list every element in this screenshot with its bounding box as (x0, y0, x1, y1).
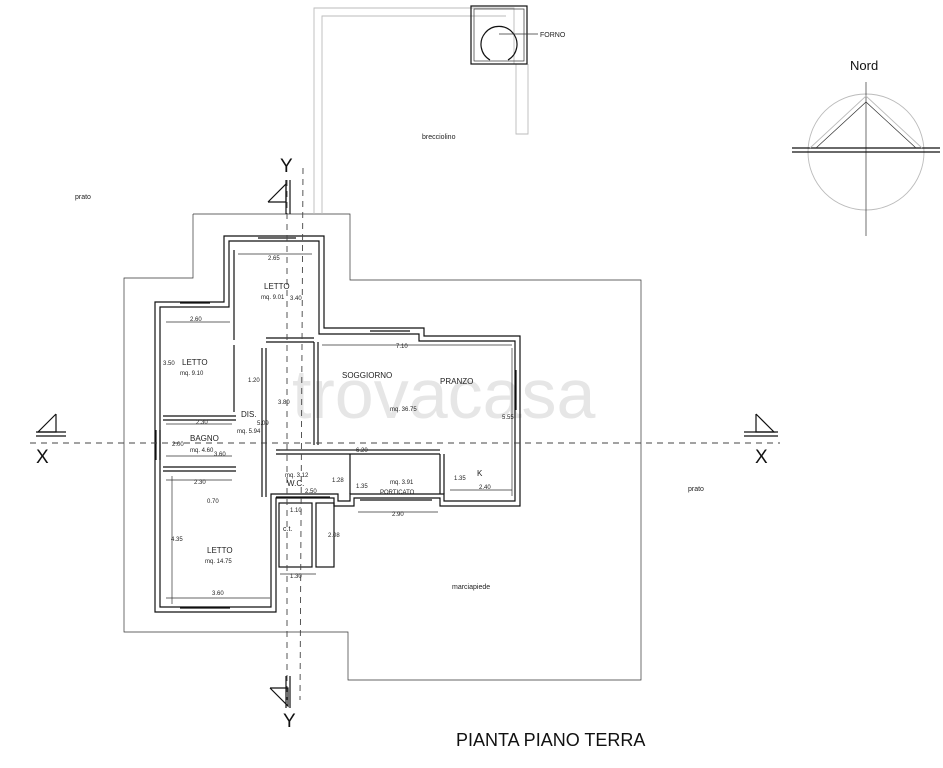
section-marker-y-top (267, 180, 291, 214)
dim-2-65: 2.65 (268, 256, 280, 262)
dim-3-60-a: 3.60 (214, 452, 226, 458)
dim-1-30: 1.30 (290, 574, 302, 580)
dim-2-00: 2.00 (172, 442, 184, 448)
dim-1-35-a: 1.35 (356, 484, 368, 490)
room-bagno-name: BAGNO (190, 434, 219, 443)
dim-1-28: 1.28 (332, 478, 344, 484)
dim-1-20: 1.20 (248, 378, 260, 384)
room-letto-top-name: LETTO (264, 282, 290, 291)
dim-2-40: 2.40 (479, 485, 491, 491)
room-letto-left-area: mq. 9.10 (180, 371, 204, 377)
label-prato-right: prato (688, 486, 704, 493)
dim-0-70: 0.70 (207, 499, 219, 505)
dim-3-60-b: 3.60 (212, 591, 224, 597)
room-bagno-area: mq. 4.60 (190, 448, 214, 454)
room-k-name: K (477, 469, 483, 478)
room-letto-bottom-name: LETTO (207, 546, 233, 555)
oven-symbol (470, 5, 538, 65)
dim-2-30-b: 2.30 (194, 480, 206, 486)
dimension-lines (166, 253, 513, 604)
dim-2-50: 2.50 (305, 489, 317, 495)
plan-title: PIANTA PIANO TERRA (456, 730, 645, 750)
section-label-x-right: X (755, 447, 768, 468)
dim-1-35-b: 1.35 (454, 476, 466, 482)
dim-3-50: 3.50 (163, 361, 175, 367)
label-forno: FORNO (540, 32, 566, 39)
interior-walls (163, 250, 445, 568)
window-marks (155, 237, 517, 609)
section-marker-y-bottom (269, 676, 291, 708)
dim-4-35: 4.35 (171, 537, 183, 543)
dim-5-55: 5.55 (502, 415, 514, 421)
section-marker-x-left (36, 413, 66, 437)
section-lines (30, 167, 780, 701)
dim-5-09: 5.09 (257, 421, 269, 427)
label-marciapiede: marciapiede (452, 584, 490, 591)
dim-7-10: 7.10 (396, 344, 408, 350)
room-pranzo-area: mq. 36.75 (390, 407, 417, 413)
room-porticato-area: mq. 3.91 (390, 480, 414, 486)
room-dis-area: mq. 5.94 (237, 429, 261, 435)
dim-3-80: 3.80 (278, 400, 290, 406)
room-ct-name: c.t. (283, 526, 292, 533)
dim-2-08: 2.08 (328, 533, 340, 539)
label-prato-left: prato (75, 194, 91, 201)
section-label-y-top: Y (280, 156, 293, 177)
room-pranzo-name: PRANZO (440, 377, 473, 386)
gravel-path (313, 7, 529, 214)
section-label-x-left: X (36, 447, 49, 468)
room-porticato-name: PORTICATO (380, 490, 415, 496)
section-marker-x-right (744, 413, 778, 437)
watermark: trovacasa (292, 355, 596, 433)
room-letto-top-area: mq. 9.01 (261, 295, 285, 301)
label-brecciolino: brecciolino (422, 134, 456, 141)
room-soggiorno-name: SOGGIORNO (342, 371, 392, 380)
lot-outline (123, 213, 642, 681)
dim-6-20: 6.20 (356, 448, 368, 454)
room-letto-bottom-area: mq. 14.75 (205, 559, 232, 565)
north-label: Nord (850, 58, 878, 73)
room-dis-name: DIS. (241, 410, 257, 419)
dim-1-10: 1.10 (290, 508, 302, 514)
dim-2-90: 2.90 (392, 512, 404, 518)
north-compass-icon (792, 82, 940, 236)
section-label-y-bottom: Y (283, 711, 296, 732)
dim-3-40: 3.40 (290, 296, 302, 302)
room-letto-left-name: LETTO (182, 358, 208, 367)
room-wc-area: mq. 3.12 (285, 473, 309, 479)
dim-2-60: 2.60 (190, 317, 202, 323)
room-wc-name: W.C. (287, 479, 304, 488)
dim-2-30-a: 2.30 (196, 420, 208, 426)
